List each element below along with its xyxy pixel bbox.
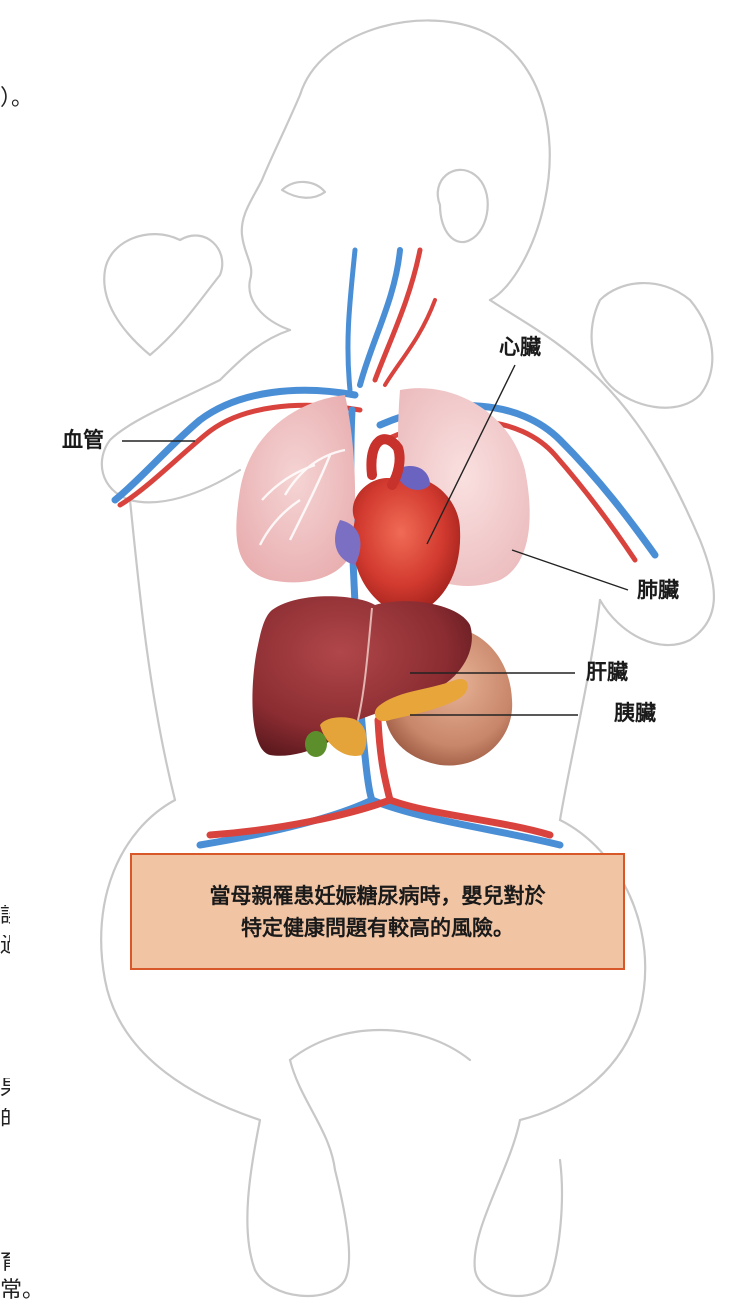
callout-line-1: 當母親罹患妊娠糖尿病時，嬰兒對於 (210, 880, 546, 912)
eye-outline (282, 182, 325, 198)
leader-lungs (512, 550, 628, 590)
label-lungs: 肺臟 (637, 580, 679, 601)
edge-text-side-5: 育 (0, 1252, 10, 1274)
edge-text-bottom: 常。 (0, 1280, 44, 1302)
gallbladder (305, 731, 327, 757)
label-heart: 心臟 (499, 337, 541, 358)
edge-text-top: ）。 (0, 88, 33, 110)
edge-text-side-1: 誤 (0, 905, 10, 927)
crotch-outline (290, 1030, 470, 1060)
edge-text-side-4: 的 (0, 1108, 10, 1130)
heart-organ (352, 478, 460, 614)
label-blood-vessels: 血管 (62, 430, 104, 451)
duodenum (320, 717, 367, 756)
edge-text-side-3: 果 (0, 1078, 10, 1100)
risk-callout-box: 當母親罹患妊娠糖尿病時，嬰兒對於 特定健康問題有較高的風險。 (130, 853, 625, 970)
label-liver: 肝臟 (586, 662, 628, 683)
label-pancreas: 胰臟 (614, 703, 656, 724)
edge-text-side-2: 過 (0, 935, 10, 957)
ear-outline (438, 170, 488, 242)
callout-line-2: 特定健康問題有較高的風險。 (241, 912, 514, 944)
left-lung (236, 395, 355, 582)
